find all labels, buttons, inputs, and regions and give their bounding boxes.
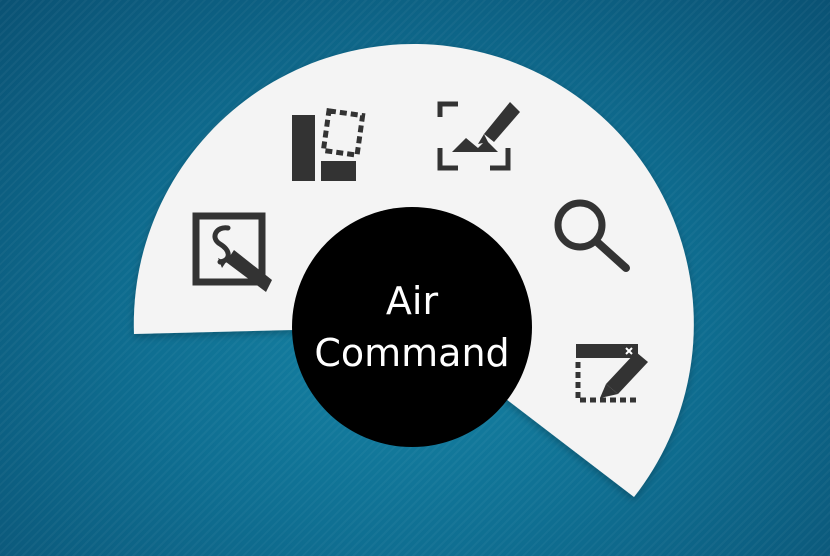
s-finder-icon[interactable]	[554, 199, 630, 272]
pen-window-button[interactable]	[566, 326, 662, 422]
screen-write-icon[interactable]	[437, 101, 520, 171]
scrapbooker-button[interactable]	[276, 99, 372, 195]
screen-write-button[interactable]	[434, 88, 530, 184]
scrapbooker-icon[interactable]	[292, 108, 366, 181]
pen-window-icon[interactable]	[575, 344, 648, 403]
action-memo-icon[interactable]	[192, 212, 272, 292]
action-memo-button[interactable]	[183, 204, 279, 300]
s-finder-button[interactable]	[547, 196, 643, 292]
air-command-button[interactable]	[292, 207, 532, 447]
